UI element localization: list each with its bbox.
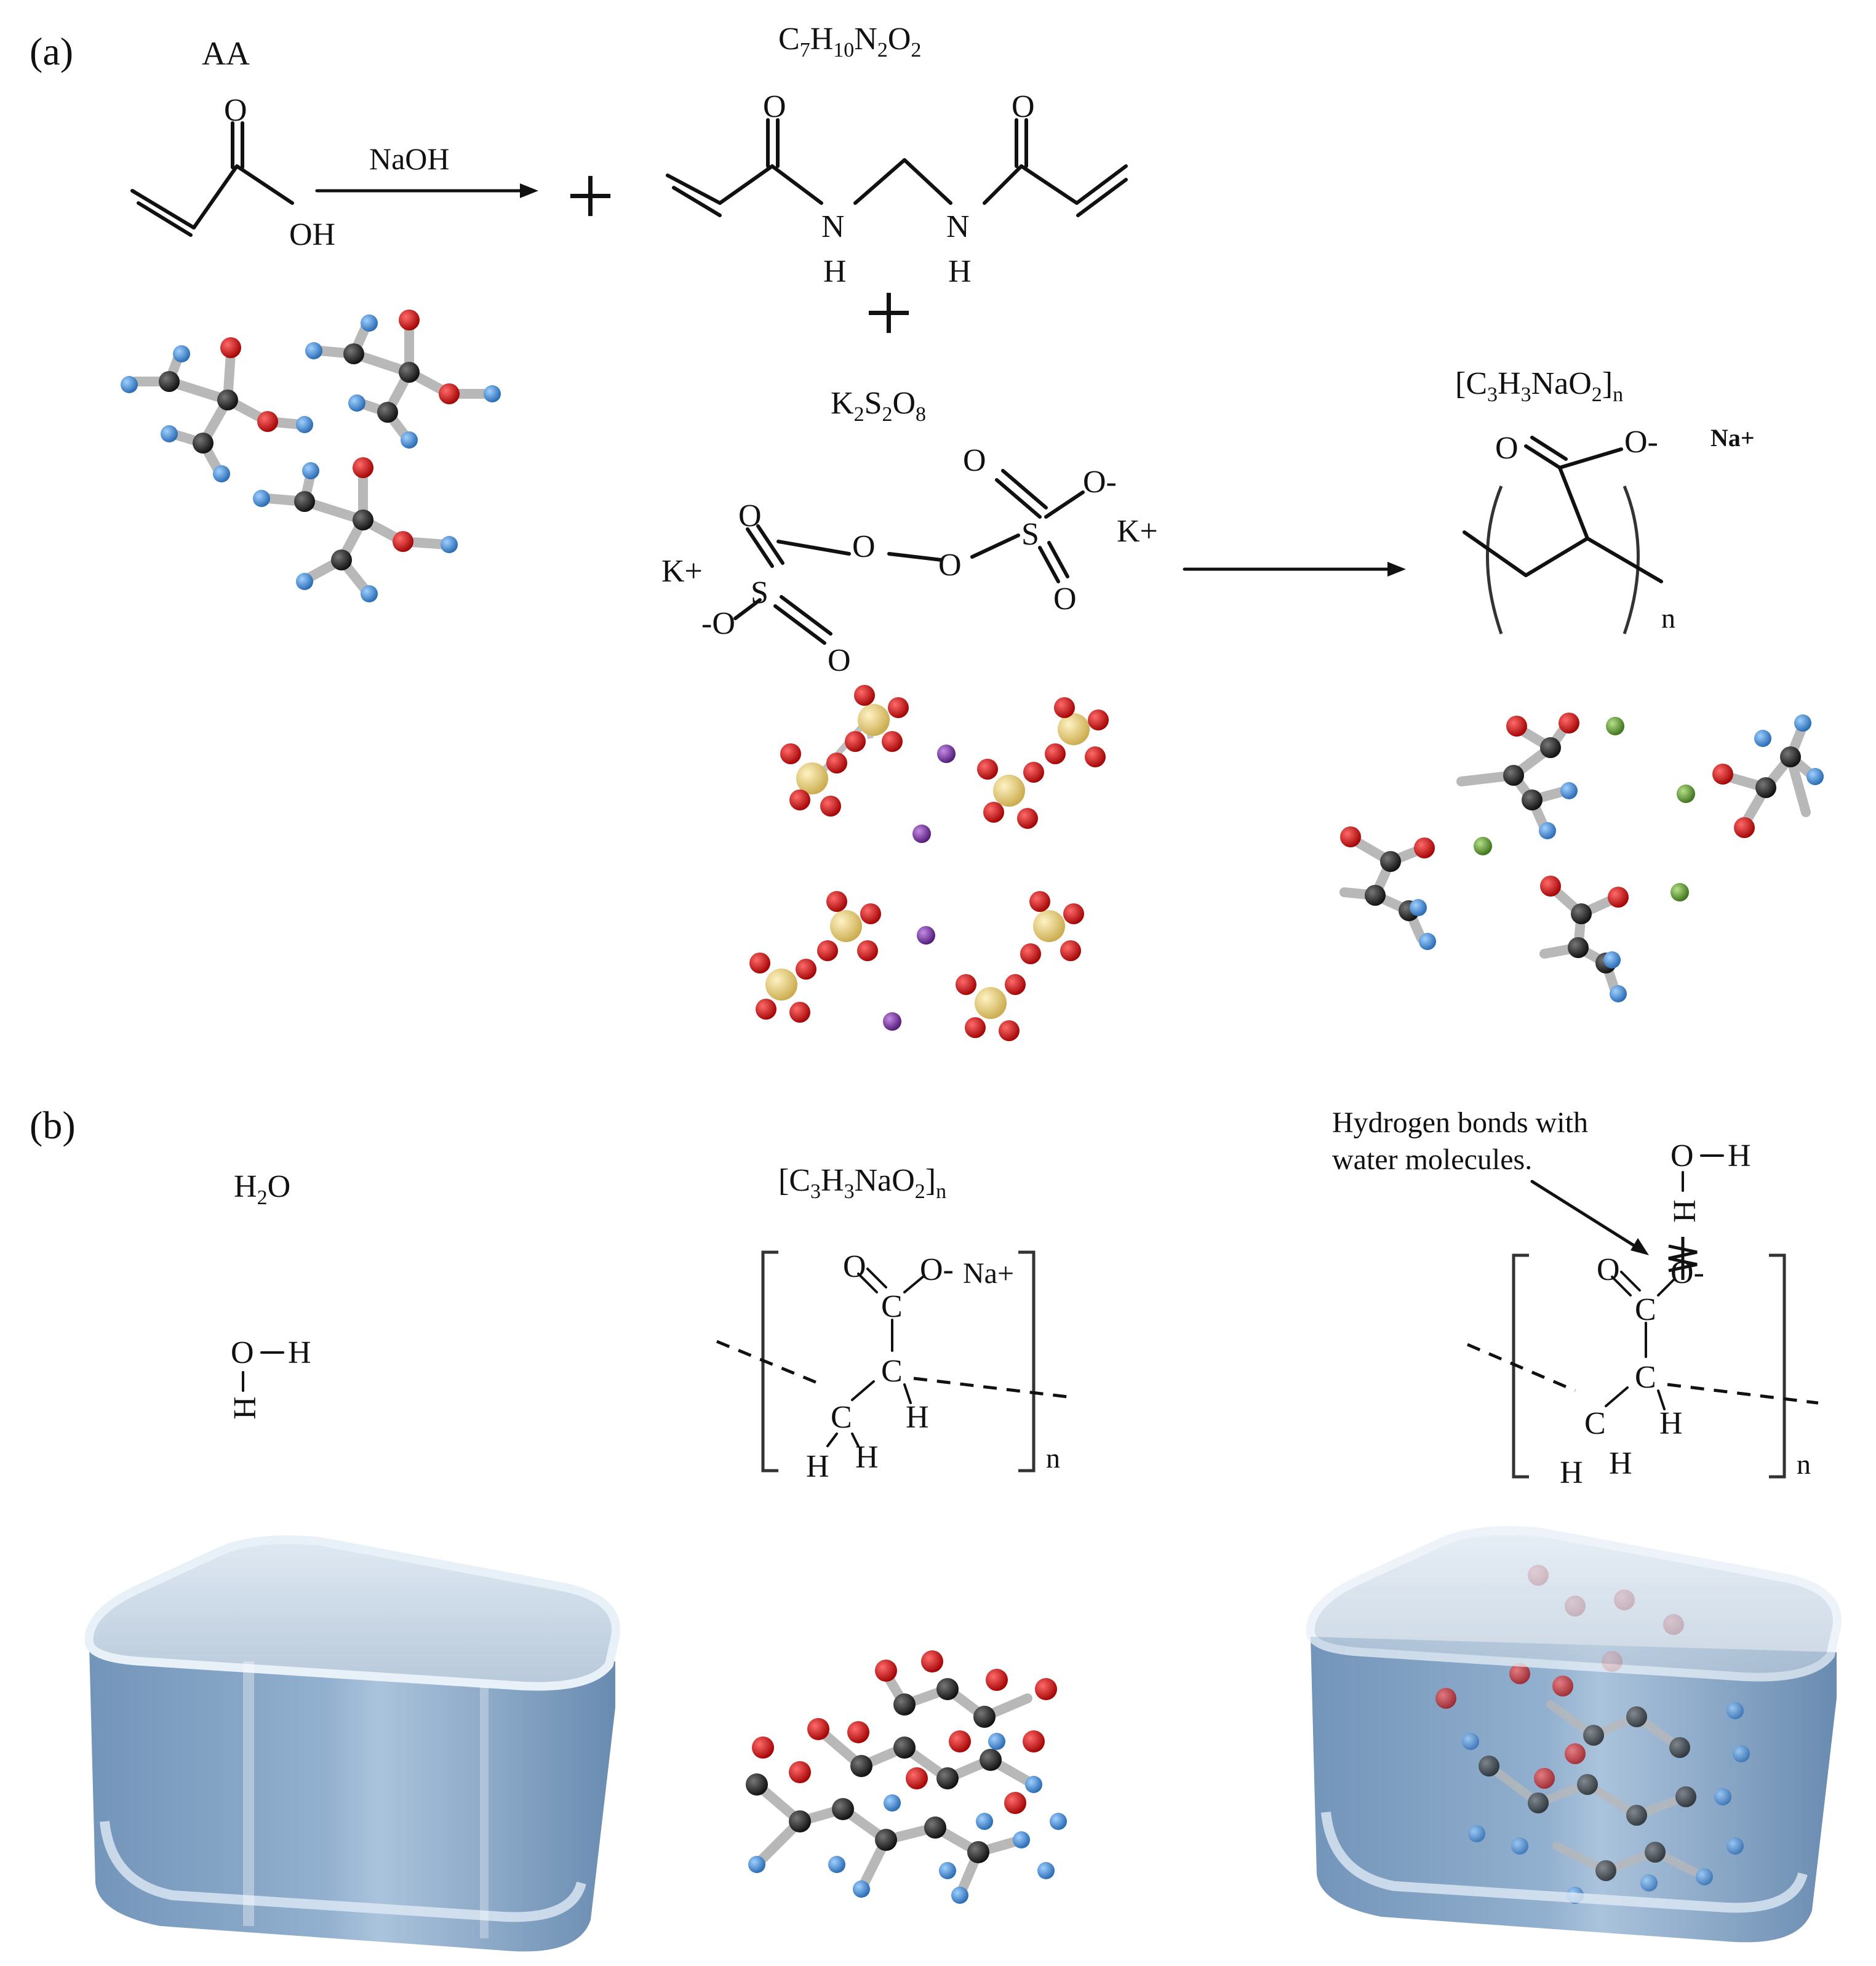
annotation-line-2: water molecules.	[1332, 1143, 1532, 1176]
hydrogen-bond-zigzag	[1668, 1237, 1698, 1280]
polymer-b-h-alpha: H	[906, 1400, 929, 1435]
naoh-label: NaOH	[369, 142, 450, 176]
persulfate-anion-3d	[749, 891, 881, 1023]
hydrogen-bond-annotation: Hydrogen bonds with water molecules. O H…	[1332, 1106, 1751, 1280]
persulfate-anion-3d	[780, 685, 909, 817]
kps-s-left: S	[751, 575, 768, 610]
swollen-hydrogel-container	[1306, 1526, 1842, 1943]
bound-water-o: O	[1670, 1138, 1694, 1173]
panel-b: (b) H2O O H H [C3H3NaO2]n O O-	[30, 1103, 1842, 1952]
polymer-formula-b: [C3H3NaO2]n	[778, 1163, 946, 1203]
persulfate-anion-3d	[977, 697, 1109, 829]
sodium-ion	[1606, 717, 1624, 735]
kps-formula: K2S2O8	[831, 386, 926, 426]
mba-h-left: H	[823, 254, 847, 289]
polymer-b-c-beta: C	[831, 1400, 852, 1435]
polymer-b-h-beta2: H	[855, 1440, 879, 1475]
kps-o-bottom-left: O	[828, 643, 851, 678]
water-container-left	[84, 1535, 620, 1952]
polyacrylate-structure-a: [C3H3NaO2]n O O- Na+ n	[1455, 366, 1755, 634]
aa-label: AA	[202, 35, 250, 72]
mba-o-right: O	[1012, 89, 1035, 124]
polymerization-arrow	[1183, 562, 1406, 577]
mba-h-right: H	[948, 254, 972, 289]
polymer-a-na-plus: Na+	[1710, 424, 1755, 452]
potassium-ion	[937, 745, 956, 763]
kps-o-bridge1: O	[852, 529, 876, 564]
potassium-ion	[917, 926, 935, 945]
acrylic-acid-structure: AA O OH	[130, 35, 335, 252]
potassium-ion	[912, 825, 931, 843]
panel-a: (a) AA O OH NaOH + C7H10N2O2	[30, 22, 1824, 1041]
polymer-formula-a: [C3H3NaO2]n	[1455, 366, 1623, 406]
water-o: O	[231, 1335, 254, 1370]
kps-o-top-right: O	[963, 443, 986, 478]
polymer-a-o-minus: O-	[1624, 425, 1658, 460]
kps-o-bridge2: O	[938, 548, 962, 583]
polymer-b2-subscript-n: n	[1797, 1449, 1811, 1480]
kps-crystal-3d	[749, 685, 1109, 1041]
aa-molecule-3d	[305, 310, 501, 449]
kps-o-bottom-right: O	[1053, 581, 1077, 617]
sodium-ion	[1670, 883, 1689, 901]
mba-n-left: N	[821, 209, 845, 244]
polymer-b2-h-beta2: H	[1609, 1446, 1632, 1481]
polymer-b2-c-carboxyl: C	[1635, 1292, 1656, 1327]
potassium-ion	[883, 1012, 901, 1031]
polymer-b-o: O	[843, 1249, 866, 1284]
water-molecule-structure: H2O O H H	[228, 1169, 311, 1420]
kps-k-plus-left: K+	[661, 554, 703, 589]
polyacrylate-structure-b-right: O O- C C C H H H n	[1467, 1252, 1819, 1490]
sodium-ion	[1474, 837, 1492, 855]
water-formula: H2O	[234, 1169, 290, 1209]
plus-sign-1: +	[566, 148, 615, 244]
polymer-b2-o: O	[1597, 1252, 1620, 1287]
polyacrylate-fragments-3d	[1339, 713, 1824, 1002]
kps-s-right: S	[1021, 517, 1039, 552]
aa-molecule-3d	[121, 337, 313, 482]
polymer-b2-c-alpha: C	[1635, 1360, 1656, 1395]
mba-o-left: O	[763, 89, 786, 124]
panel-b-label: (b)	[30, 1103, 76, 1147]
plus-sign-2: +	[864, 265, 913, 361]
polymer-b-c-carboxyl: C	[881, 1289, 903, 1324]
kps-o-minus-left: -O	[701, 606, 735, 641]
polymer-b-subscript-n: n	[1046, 1442, 1060, 1474]
polymer-b2-o-minus: O-	[1670, 1255, 1704, 1290]
polymer-b-o-minus: O-	[920, 1252, 954, 1287]
annotation-line-1: Hydrogen bonds with	[1332, 1106, 1588, 1139]
polyacrylate-structure-b-middle: [C3H3NaO2]n O O- Na+ C C C H H H n	[716, 1163, 1068, 1484]
polymer-b2-c-beta: C	[1584, 1406, 1606, 1441]
polymer-a-subscript-n: n	[1661, 602, 1675, 634]
kps-o-minus-right: O-	[1083, 465, 1117, 500]
polymer-b-na-plus: Na+	[963, 1257, 1014, 1290]
kps-k-plus-right: K+	[1117, 514, 1158, 549]
sodium-ion	[1677, 785, 1695, 803]
persulfate-anion-3d	[956, 891, 1084, 1041]
polymer-b2-h-beta1: H	[1560, 1455, 1583, 1490]
water-h-right: H	[288, 1335, 311, 1370]
mba-formula: C7H10N2O2	[778, 22, 921, 62]
aa-molecule-3d	[253, 457, 458, 602]
water-h-bottom: H	[228, 1396, 263, 1420]
aa-carbonyl-o: O	[224, 93, 247, 128]
mba-n-right: N	[946, 209, 970, 244]
kps-initiator-structure: K2S2O8 S S O O O O O O -O O- K+ K+	[661, 386, 1158, 678]
polymer-network-3d	[746, 1650, 1067, 1904]
aa-molecules-3d	[121, 310, 501, 602]
kps-o-top-left: O	[738, 498, 762, 533]
bound-water-h-right: H	[1728, 1138, 1751, 1173]
naoh-reaction-arrow: NaOH	[315, 142, 538, 198]
polymer-b-c-alpha: C	[881, 1354, 903, 1389]
bound-water-h-bottom: H	[1667, 1199, 1702, 1223]
mba-crosslinker-structure: C7H10N2O2 O O N N H H	[666, 22, 1128, 289]
panel-a-label: (a)	[30, 30, 73, 73]
polymer-a-o: O	[1495, 431, 1519, 466]
aa-hydroxyl-label: OH	[289, 217, 335, 252]
polymer-b-h-beta1: H	[806, 1449, 829, 1484]
polymer-b2-h-alpha: H	[1659, 1406, 1683, 1441]
